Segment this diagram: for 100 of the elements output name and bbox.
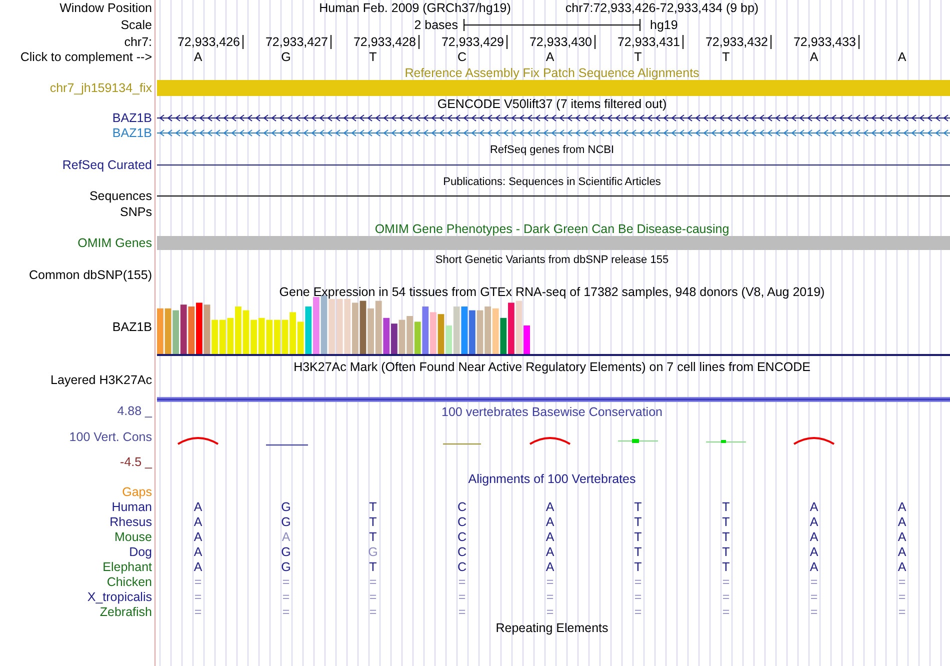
base-letter: A	[282, 530, 290, 544]
base-letter: T	[722, 530, 730, 544]
track-label: Rhesus	[110, 515, 152, 529]
gap-mark: =	[458, 590, 466, 604]
track-label: Zebrafish	[100, 605, 152, 619]
base-letter: A	[546, 515, 554, 529]
coordinate-label: 72,933,428	[353, 35, 416, 49]
base-letter: A	[898, 545, 906, 559]
gap-mark: =	[898, 575, 906, 589]
base-letter: T	[722, 545, 730, 559]
track-label: SNPs	[120, 205, 152, 219]
track-label: BAZ1B	[112, 111, 152, 125]
track-label: Sequences	[89, 189, 152, 203]
base-letter: A	[546, 560, 554, 574]
base-letter: T	[369, 560, 377, 574]
base-letter: C	[457, 530, 467, 544]
track-label: Click to complement -->	[20, 50, 152, 64]
gap-mark: =	[194, 605, 202, 619]
track-label: Gaps	[122, 485, 152, 499]
base-letter: T	[634, 500, 642, 514]
gap-mark: =	[634, 590, 642, 604]
base-letter: A	[546, 530, 554, 544]
track-title: 100 vertebrates Basewise Conservation	[442, 405, 662, 419]
base-letter: T	[369, 515, 377, 529]
track-label: X_tropicalis	[87, 590, 152, 604]
base-letter: A	[810, 560, 818, 574]
assembly-label: Human Feb. 2009 (GRCh37/hg19)	[319, 1, 511, 15]
base-letter: A	[810, 530, 818, 544]
base-letter: C	[457, 50, 467, 64]
gap-mark: =	[458, 605, 466, 619]
phenotype-bar	[157, 236, 950, 250]
base-letter: T	[722, 515, 730, 529]
gap-mark: =	[282, 575, 290, 589]
coordinate-label: 72,933,433	[793, 35, 856, 49]
coordinate-label: 72,933,426	[177, 35, 240, 49]
base-letter: T	[722, 50, 730, 64]
track-label: RefSeq Curated	[62, 158, 152, 172]
track-label: Window Position	[60, 1, 152, 15]
gap-mark: =	[898, 590, 906, 604]
base-letter: T	[634, 560, 642, 574]
gap-mark: =	[282, 605, 290, 619]
coordinate-label: 72,933,431	[617, 35, 680, 49]
base-letter: T	[722, 500, 730, 514]
position-label: chr7:72,933,426-72,933,434 (9 bp)	[565, 1, 759, 15]
gap-mark: =	[810, 590, 818, 604]
track-label: Mouse	[114, 530, 152, 544]
axis-label: -4.5 _	[120, 455, 152, 469]
track-label: 100 Vert. Cons	[69, 430, 152, 444]
base-letter: G	[281, 500, 291, 514]
base-letter: A	[898, 530, 906, 544]
base-letter: G	[281, 545, 291, 559]
track-title: Short Genetic Variants from dbSNP release 155	[435, 253, 669, 267]
track-title: Gene Expression in 54 tissues from GTEx RNA-seq of 17382 samples, 948 donors (V8, Aug 2019)	[279, 285, 825, 299]
gap-mark: =	[810, 605, 818, 619]
base-letter: A	[898, 515, 906, 529]
base-letter: T	[634, 515, 642, 529]
gap-mark: =	[722, 605, 730, 619]
base-letter: A	[194, 545, 202, 559]
gap-mark: =	[194, 575, 202, 589]
base-letter: A	[810, 500, 818, 514]
base-letter: C	[457, 545, 467, 559]
track-label: BAZ1B	[112, 126, 152, 140]
track-title: GENCODE V50lift37 (7 items filtered out)	[437, 97, 667, 111]
gap-mark: =	[194, 590, 202, 604]
base-letter: A	[810, 50, 818, 64]
coordinate-label: 72,933,429	[441, 35, 504, 49]
base-letter: A	[898, 560, 906, 574]
gap-mark: =	[634, 575, 642, 589]
base-letter: G	[281, 560, 291, 574]
gap-mark: =	[282, 590, 290, 604]
base-letter: T	[369, 530, 377, 544]
track-label: Scale	[120, 18, 152, 32]
track-label: chr7_jh159134_fix	[50, 81, 152, 95]
base-letter: A	[546, 545, 554, 559]
base-letter: T	[722, 560, 730, 574]
base-letter: T	[634, 50, 642, 64]
track-title: Repeating Elements	[496, 621, 608, 635]
base-letter: C	[457, 515, 467, 529]
gap-mark: =	[546, 575, 554, 589]
scale-label: hg19	[650, 18, 678, 32]
base-letter: A	[194, 50, 202, 64]
base-letter: T	[634, 530, 642, 544]
base-letter: C	[457, 500, 467, 514]
base-letter: T	[634, 545, 642, 559]
base-letter: A	[546, 500, 554, 514]
base-letter: A	[810, 545, 818, 559]
base-letter: A	[194, 530, 202, 544]
gap-mark: =	[634, 605, 642, 619]
base-letter: T	[369, 500, 377, 514]
track-label: Common dbSNP(155)	[29, 268, 152, 282]
gap-mark: =	[546, 605, 554, 619]
gap-mark: =	[369, 590, 377, 604]
gap-mark: =	[810, 575, 818, 589]
coordinate-label: 72,933,427	[265, 35, 328, 49]
base-letter: T	[369, 50, 377, 64]
alignment-bar	[157, 80, 950, 96]
track-label: BAZ1B	[112, 320, 152, 334]
track-label: Chicken	[106, 575, 152, 589]
gap-mark: =	[369, 605, 377, 619]
gap-mark: =	[546, 590, 554, 604]
